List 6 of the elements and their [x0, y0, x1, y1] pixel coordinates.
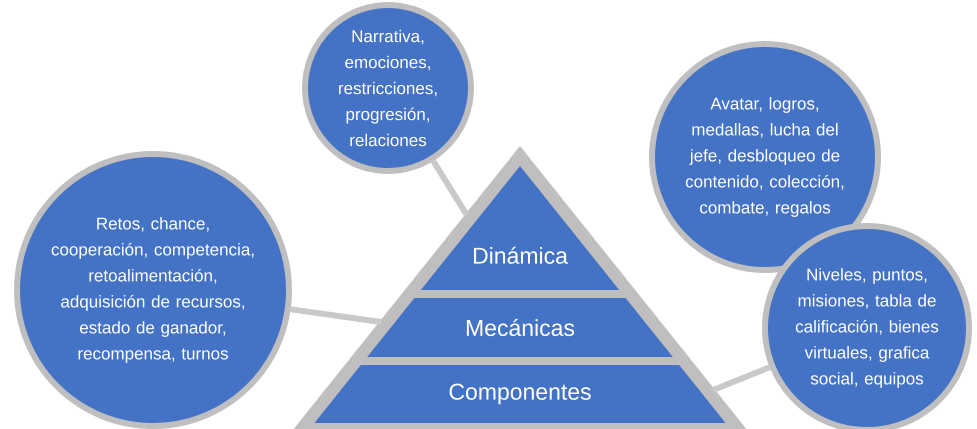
pyramid-tier: Dinámica [420, 166, 620, 290]
connector-line [712, 364, 771, 393]
pyramid-tier: Componentes [314, 365, 726, 423]
connector-line [430, 159, 470, 217]
connector-line [290, 306, 382, 325]
pyramid-tier: Mecánicas [367, 298, 673, 357]
